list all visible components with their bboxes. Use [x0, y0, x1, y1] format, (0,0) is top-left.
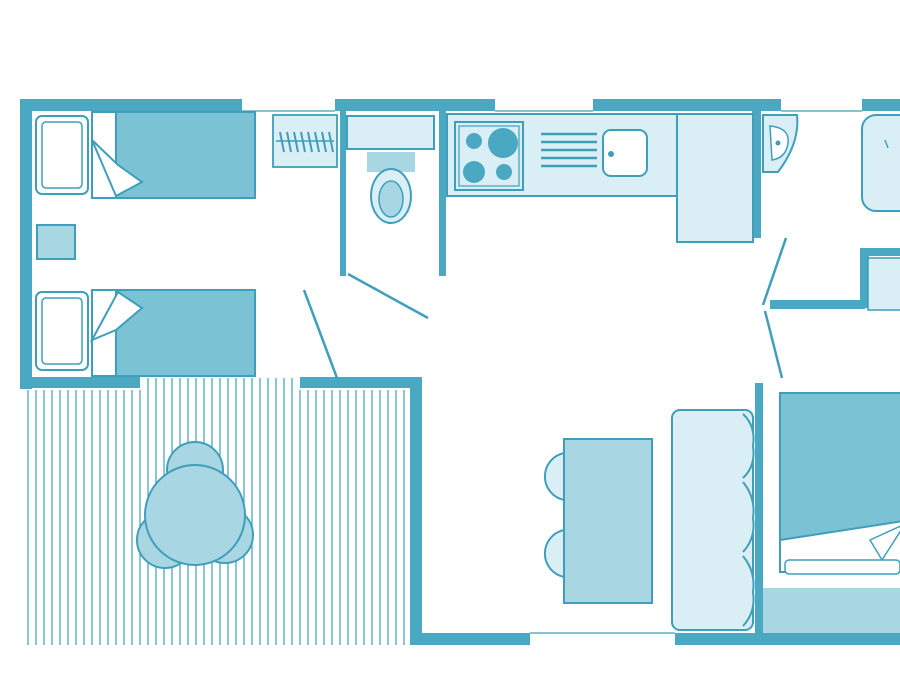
wall-bath-left: [752, 108, 761, 238]
bedroom-twin: [35, 111, 339, 379]
wall-wc-left: [340, 108, 346, 276]
wall-bath-inner: [860, 248, 869, 308]
door-double-bedroom: [763, 310, 784, 379]
door-bedroom: [302, 289, 339, 379]
wall-bottom-1: [410, 633, 530, 645]
hanger-icon: [279, 131, 285, 153]
hanger-icon: [300, 131, 306, 153]
wall-top-1: [20, 99, 242, 111]
wall-wc-right: [439, 108, 446, 276]
wall-left: [20, 99, 32, 389]
pillow-icon: [35, 115, 89, 195]
hob-icon: [454, 121, 524, 191]
window-lines: [242, 110, 862, 634]
hanger-icon: [286, 131, 292, 153]
hanger-icon: [314, 131, 320, 153]
wall-top-2: [335, 99, 495, 111]
draining-board: [541, 132, 597, 168]
wall-bedroom-bottom-1: [20, 377, 140, 388]
fridge: [676, 113, 754, 243]
bath-cabinet: [867, 257, 900, 311]
single-bed-2: [35, 289, 256, 377]
shower: [861, 114, 900, 212]
bedroom-double: [763, 392, 900, 633]
stool-1: [543, 451, 565, 502]
bedside-table: [36, 224, 76, 260]
single-bed-1: [35, 111, 256, 199]
bed-footboard: [763, 588, 900, 633]
round-table: [144, 464, 246, 566]
kitchen: [446, 113, 754, 243]
door-bathroom: [761, 237, 788, 306]
wall-bedroom-bottom-2: [300, 377, 422, 388]
dining-table: [563, 438, 653, 604]
wall-bath-inner-top: [860, 248, 900, 256]
wall-bottom-2: [675, 633, 900, 645]
wall-bath-bottom: [770, 300, 865, 309]
hanger-icon: [293, 131, 299, 153]
hanger-icon: [321, 131, 327, 153]
terrace: [22, 378, 420, 648]
wardrobe: [272, 114, 338, 168]
double-bed: [779, 392, 900, 544]
wc-shelf: [346, 115, 435, 150]
living-room: [543, 409, 755, 631]
terrace-furniture: [136, 441, 254, 569]
sink-icon: [602, 129, 648, 177]
bathroom: [761, 114, 900, 379]
wc: [346, 115, 435, 320]
hanger-icon: [328, 131, 334, 153]
wc-cistern: [367, 152, 415, 172]
wall-double-bedroom: [755, 383, 763, 645]
hanger-icon: [307, 131, 313, 153]
pillow-icon: [35, 291, 89, 371]
walls: [20, 99, 900, 645]
wall-living-left: [410, 377, 422, 645]
door-wc: [347, 272, 429, 320]
wall-top-4: [862, 99, 900, 111]
washbasin-icon: [762, 114, 799, 173]
sofa: [671, 409, 755, 631]
wall-top-3: [593, 99, 781, 111]
stool-2: [543, 528, 565, 579]
